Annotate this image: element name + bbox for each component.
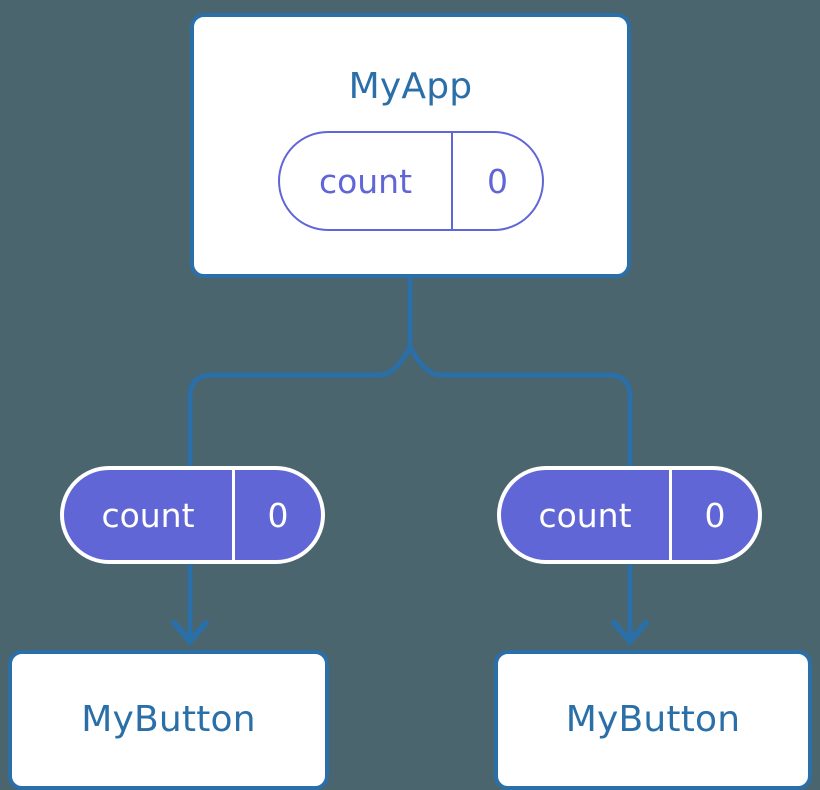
- prop-pill-count-right[interactable]: count 0: [497, 466, 762, 564]
- arrow-right-head-icon: [611, 620, 649, 644]
- diagram-canvas: MyApp count 0 count 0 count 0 MyButton M…: [8, 13, 812, 790]
- state-pill-count[interactable]: count 0: [278, 131, 544, 231]
- component-label-mybutton-right: MyButton: [565, 699, 741, 740]
- branch-right-line: [407, 345, 633, 466]
- prop-pill-key-right: count: [501, 470, 672, 560]
- branch-left-line: [187, 345, 413, 466]
- prop-pill-key-left: count: [64, 470, 235, 560]
- component-card-mybutton-left[interactable]: MyButton: [8, 650, 329, 790]
- component-label-mybutton-left: MyButton: [81, 699, 256, 740]
- component-label-myapp: MyApp: [348, 66, 473, 107]
- component-card-mybutton-right[interactable]: MyButton: [494, 650, 812, 790]
- arrow-left-head-icon: [171, 620, 209, 644]
- state-pill-value: 0: [487, 161, 508, 201]
- state-pill-key: count: [280, 133, 453, 229]
- prop-pill-value-left: 0: [267, 495, 289, 535]
- prop-pill-count-left[interactable]: count 0: [60, 466, 325, 564]
- prop-pill-value-right: 0: [704, 495, 726, 535]
